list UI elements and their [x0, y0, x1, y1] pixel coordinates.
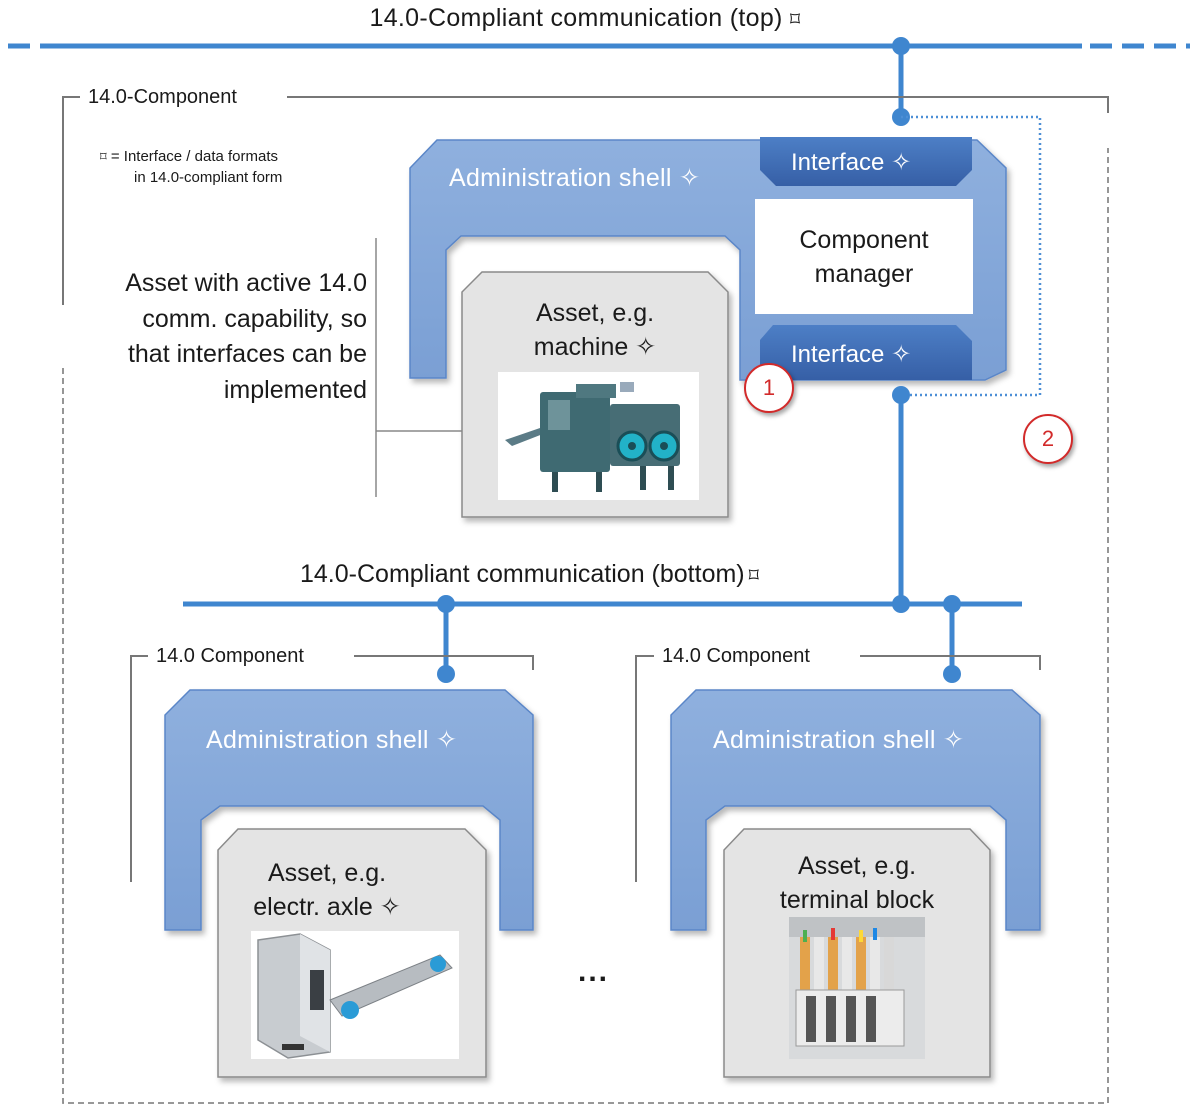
sub-component-1-label: 14.0 Component	[148, 645, 312, 668]
bottom-bus-title-text: 14.0-Compliant communication (bottom)	[300, 560, 745, 588]
sub-asset-1-title-line-1: Asset, e.g.	[267, 859, 387, 887]
component-manager-line-2: manager	[814, 259, 914, 288]
interface-format-icon: ⌑	[789, 9, 801, 31]
sub-shell-2-label: Administration shell ✧	[713, 725, 964, 755]
alternative-connection-path	[901, 115, 1042, 397]
interface-icon: ✧	[891, 341, 912, 368]
marker-2: 2	[1023, 414, 1073, 464]
legend: ⌑ = Interface / data formats in 14.0-com…	[100, 146, 282, 188]
marker-1: 1	[744, 363, 794, 413]
bottom-bus	[183, 595, 1022, 683]
main-component-label: 14.0-Component	[80, 86, 245, 109]
main-asset-title-line-1: Asset, e.g.	[535, 299, 655, 327]
top-bus-title-text: 14.0-Compliant communication (top)	[369, 4, 783, 32]
main-shell-label-text: Administration shell	[449, 164, 672, 192]
administration-shell-icon: ✧	[943, 726, 965, 754]
component-manager: Component manager	[755, 199, 973, 314]
more-components-ellipsis: ...	[578, 955, 610, 988]
sub-shell-2-label-text: Administration shell	[713, 726, 936, 754]
bottom-bus-title: 14.0-Compliant communication (bottom)⌑	[300, 560, 759, 589]
interface-icon: ✧	[891, 149, 912, 176]
sub-admin-shell-2	[670, 689, 1041, 931]
sub-asset-2-title-line-1: Asset, e.g.	[797, 852, 917, 880]
asset-description-bracket	[375, 238, 462, 497]
sub-component-2-bracket	[635, 655, 1041, 882]
interface-format-icon: ⌑	[748, 565, 759, 587]
main-component-bracket	[62, 96, 1109, 305]
component-manager-line-1: Component	[799, 225, 929, 254]
main-asset-title: Asset, e.g. machine ✧	[462, 296, 728, 364]
administration-shell-icon: ✧	[436, 726, 458, 754]
top-bus	[8, 37, 1190, 126]
sub-asset-1-title: Asset, e.g. electr. axle ✧	[218, 856, 436, 924]
asset-icon: ✧	[635, 333, 657, 361]
sub-component-1-bracket	[130, 655, 534, 882]
sub-asset-2-title-line-2: terminal block	[779, 886, 935, 914]
legend-line-1: = Interface / data formats	[110, 148, 279, 165]
interface-top: Interface ✧	[791, 148, 911, 177]
main-asset-title-line-2: machine	[533, 333, 629, 361]
sub-shell-1-label: Administration shell ✧	[206, 725, 457, 755]
top-bus-title: 14.0-Compliant communication (top) ⌑	[0, 4, 1190, 33]
main-shell-label: Administration shell ✧	[449, 163, 700, 193]
asset-description: Asset with active 14.0 comm. capability,…	[125, 269, 367, 404]
interface-bottom: Interface ✧	[791, 340, 911, 369]
machine-picture	[498, 372, 699, 500]
axle-picture	[251, 931, 459, 1059]
bus-connector	[892, 386, 910, 604]
sub-asset-1-title-line-2: electr. axle	[253, 893, 373, 921]
legend-line-2: in 14.0-compliant form	[134, 169, 283, 186]
interface-top-shape	[760, 137, 972, 186]
sub-asset-2-title: Asset, e.g. terminal block	[724, 849, 990, 917]
asset-icon: ✧	[379, 893, 401, 921]
interface-format-icon: ⌑	[100, 149, 107, 164]
sub-component-2-label: 14.0 Component	[654, 645, 818, 668]
terminal-block-picture	[789, 917, 925, 1059]
interface-top-text: Interface	[791, 149, 885, 176]
interface-bottom-shape	[760, 325, 972, 380]
sub-shell-1-label-text: Administration shell	[206, 726, 429, 754]
interface-bottom-text: Interface	[791, 341, 885, 368]
administration-shell-icon: ✧	[679, 164, 701, 192]
sub-admin-shell-1	[164, 689, 534, 931]
